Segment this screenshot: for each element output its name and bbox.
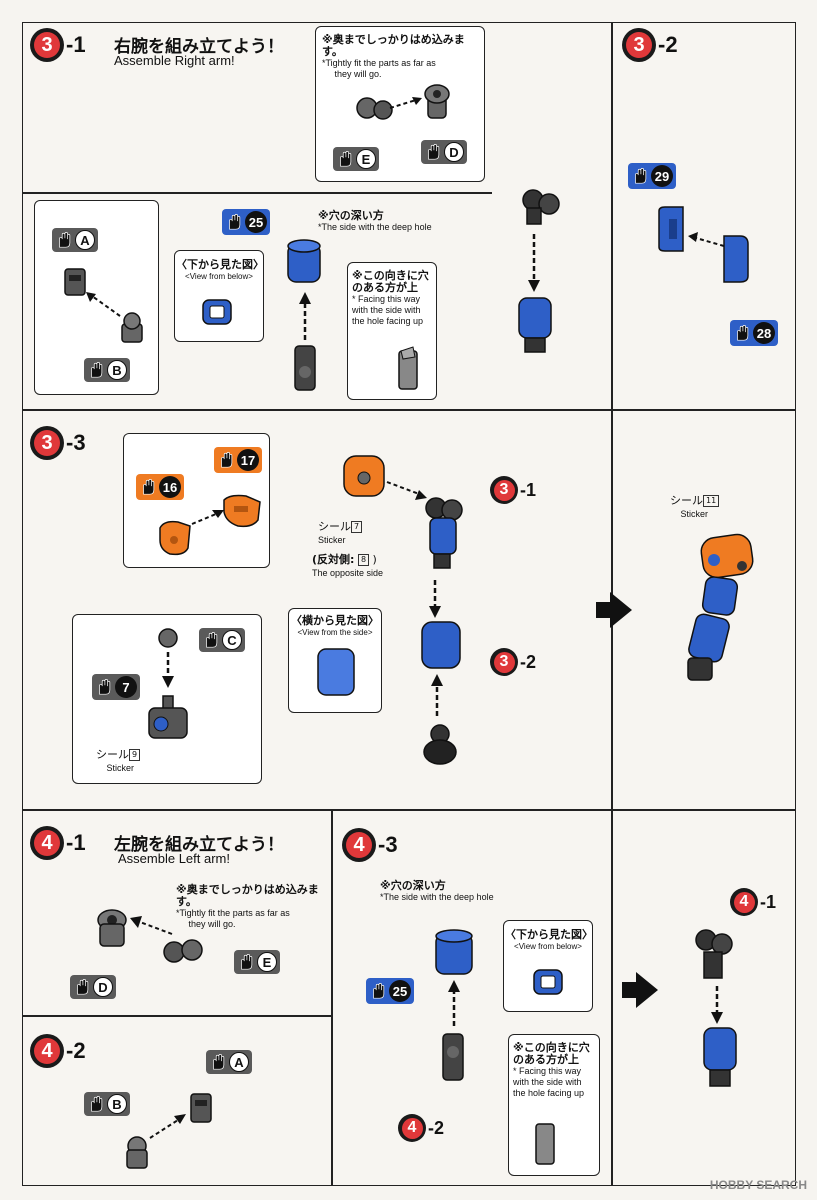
- arm-part-a: [64, 268, 86, 296]
- up-arrow: [431, 674, 443, 716]
- dashed-arrow: [149, 1114, 186, 1139]
- socket-part: [97, 909, 127, 947]
- ref-badge-3-1: 3-1: [490, 476, 536, 504]
- up-arrow: [299, 292, 311, 340]
- panel-step-4-2: [22, 1016, 332, 1186]
- view-below-label: 〈下から見た図〉<View from below>: [176, 258, 264, 281]
- part-tag-17: 17: [214, 447, 262, 473]
- hand-joint-part: [423, 724, 457, 765]
- step-3-1-title-jp: 右腕を組み立てよう！: [114, 37, 284, 57]
- part-tag-7: 7: [92, 674, 140, 700]
- arm-part-a: [190, 1093, 212, 1123]
- part-tag-25: 25: [222, 209, 270, 235]
- orange-shoulder-17: [223, 494, 261, 528]
- part-tag-A: A: [52, 228, 98, 252]
- part-tag-C: C: [199, 628, 245, 652]
- facing-note-bubble: [347, 262, 437, 400]
- blue-half-shell-29: [658, 206, 684, 252]
- dashed-arrow: [389, 97, 422, 109]
- part-tag-A: A: [206, 1050, 252, 1074]
- ball-part-c: [158, 628, 178, 648]
- ref-badge-4-1: 4-1: [730, 888, 776, 916]
- step-badge-4-1: 4-1: [30, 826, 86, 860]
- part-tag-D: D: [421, 140, 467, 164]
- step-4-1-title-en: Assemble Left arm!: [118, 851, 230, 866]
- part-tag-E: E: [234, 950, 280, 974]
- fit-note-text: ※奥までしっかりはめ込みます。 *Tightly fit the parts a…: [322, 33, 465, 79]
- arm-body-part: [442, 1033, 464, 1081]
- dashed-arrow: [688, 232, 725, 247]
- step-3-1-title-en: Assemble Right arm!: [114, 53, 235, 68]
- dashed-arrow: [86, 292, 121, 317]
- result-arrow: [622, 972, 658, 1008]
- view-side-diagram: [317, 648, 355, 696]
- part-tag-B: B: [84, 358, 130, 382]
- ref-badge-3-2: 3-2: [490, 648, 536, 676]
- part-tag-D: D: [70, 975, 116, 999]
- facing-diagram: [398, 346, 418, 390]
- step-4-1-title-jp: 左腕を組み立てよう！: [114, 835, 284, 855]
- view-below-diagram: [202, 299, 232, 325]
- deep-hole-note: ※穴の深い方*The side with the deep hole: [380, 879, 494, 902]
- view-below-diagram: [533, 969, 563, 995]
- socket-part: [424, 84, 450, 119]
- down-arrow: [429, 580, 441, 618]
- arm-body-part: [294, 345, 316, 391]
- view-below-bubble: [503, 920, 593, 1012]
- footer-watermark: HOBBY SEARCH: [709, 1178, 807, 1192]
- down-arrow: [711, 986, 723, 1024]
- view-below-label: 〈下から見た図〉<View from below>: [505, 928, 593, 951]
- part-tag-28: 28: [730, 320, 778, 346]
- up-arrow: [448, 980, 460, 1026]
- part-tag-B: B: [84, 1092, 130, 1116]
- blue-half-shell-28: [723, 235, 749, 283]
- down-arrow: [162, 652, 174, 688]
- dashed-arrow: [191, 510, 224, 525]
- elbow-joint-part: [522, 189, 560, 225]
- part-tag-16: 16: [136, 474, 184, 500]
- elbow-joint-part: [425, 497, 463, 569]
- part-tag-29: 29: [628, 163, 676, 189]
- deep-hole-note: ※穴の深い方*The side with the deep hole: [318, 209, 432, 232]
- ball-joint-part: [163, 939, 203, 963]
- step-badge-3-1: 3-1: [30, 28, 86, 62]
- step-badge-3-3: 3-3: [30, 426, 86, 460]
- blue-cylinder-part: [287, 239, 321, 283]
- elbow-joint-part: [695, 929, 733, 979]
- arm-part-b: [121, 312, 143, 343]
- dashed-arrow: [386, 481, 427, 500]
- panel-step-3-2: [612, 22, 796, 410]
- blue-upper-arm-part: [703, 1027, 737, 1087]
- step-badge-3-2: 3-2: [622, 28, 678, 62]
- result-arrow: [596, 592, 632, 628]
- ref-badge-4-2: 4-2: [398, 1114, 444, 1142]
- assembled-right-arm: [687, 533, 754, 681]
- orange-shoulder-assembled: [343, 455, 385, 497]
- divider: [22, 192, 492, 194]
- blue-upper-arm-part: [518, 297, 552, 353]
- step-badge-4-2: 4-2: [30, 1034, 86, 1068]
- down-arrow: [528, 234, 540, 292]
- joint-part-7: [148, 695, 188, 739]
- orange-shoulder-16: [159, 520, 191, 556]
- ball-joint-part: [356, 97, 393, 120]
- part-tag-25: 25: [366, 978, 414, 1004]
- blue-lower-arm-part: [421, 621, 461, 669]
- step-badge-4-3: 4-3: [342, 828, 398, 862]
- view-side-label: 〈横から見た図〉<View from the side>: [291, 614, 379, 637]
- arm-part-b: [126, 1136, 148, 1169]
- opposite-side-label: (反対側: 8 ) The opposite side: [312, 553, 384, 578]
- view-below-bubble: [174, 250, 264, 342]
- part-tag-E: E: [333, 147, 379, 171]
- facing-diagram: [535, 1123, 555, 1165]
- fit-note-text-left: ※奥までしっかりはめ込みます。 *Tightly fit the parts a…: [176, 883, 319, 929]
- blue-cylinder-part: [435, 929, 473, 975]
- dashed-arrow: [130, 916, 173, 935]
